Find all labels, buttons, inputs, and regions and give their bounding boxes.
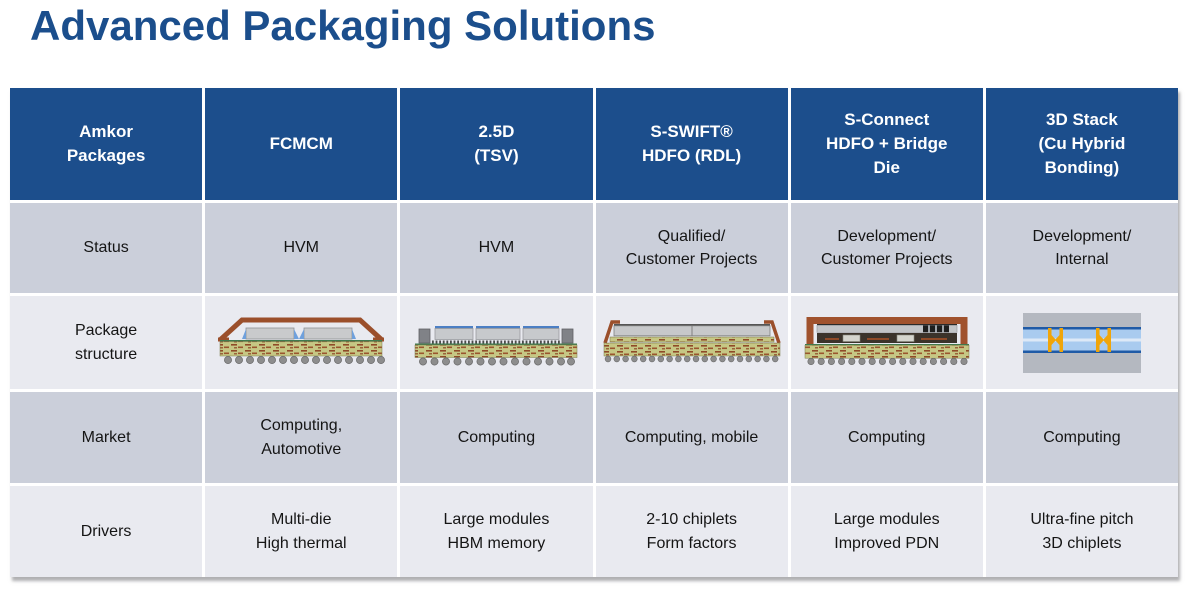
package-structure-2-5d-cell xyxy=(400,296,593,389)
market-2-5d: Computing xyxy=(400,392,593,483)
status-fcmcm: HVM xyxy=(205,203,398,293)
drivers-fcmcm: Multi-die High thermal xyxy=(205,486,398,577)
column-header-s-swift-hdfo: S-SWIFT® HDFO (RDL) xyxy=(595,88,788,200)
package-structure-s-swift-cell xyxy=(595,296,788,389)
page-title: Advanced Packaging Solutions xyxy=(30,2,656,49)
drivers-s-swift: 2-10 chiplets Form factors xyxy=(595,486,788,577)
status-s-connect: Development/ Customer Projects xyxy=(790,203,983,293)
row-label-market: Market xyxy=(10,392,203,483)
s-connect-bridge-cross-section-diagram xyxy=(804,316,969,365)
drivers-s-connect: Large modules Improved PDN xyxy=(790,486,983,577)
package-structure-s-connect-cell xyxy=(790,296,983,389)
column-header-3d-stack: 3D Stack (Cu Hybrid Bonding) xyxy=(985,88,1178,200)
status-s-swift: Qualified/ Customer Projects xyxy=(595,203,788,293)
row-label-status: Status xyxy=(10,203,203,293)
3d-stack-hybrid-bonding-diagram xyxy=(1022,312,1141,373)
market-s-connect: Computing xyxy=(790,392,983,483)
drivers-3d-stack: Ultra-fine pitch 3D chiplets xyxy=(985,486,1178,577)
packages-comparison-table: Amkor Packages FCMCM 2.5D (TSV) S-SWIFT®… xyxy=(10,88,1178,577)
column-header-fcmcm: FCMCM xyxy=(205,88,398,200)
s-swift-hdfo-cross-section-diagram xyxy=(602,319,781,362)
package-structure-3d-stack-cell xyxy=(985,296,1178,389)
column-header-2-5d-tsv: 2.5D (TSV) xyxy=(400,88,593,200)
drivers-2-5d: Large modules HBM memory xyxy=(400,486,593,577)
status-2-5d: HVM xyxy=(400,203,593,293)
package-structure-fcmcm-cell xyxy=(205,296,398,389)
fcmcm-cross-section-diagram xyxy=(218,317,386,364)
column-header-s-connect: S-Connect HDFO + Bridge Die xyxy=(790,88,983,200)
market-s-swift: Computing, mobile xyxy=(595,392,788,483)
status-3d-stack: Development/ Internal xyxy=(985,203,1178,293)
row-label-package-structure: Package structure xyxy=(10,296,203,389)
market-3d-stack: Computing xyxy=(985,392,1178,483)
tsv-interposer-cross-section-diagram xyxy=(415,325,578,365)
column-header-amkor-packages: Amkor Packages xyxy=(10,88,203,200)
row-label-drivers: Drivers xyxy=(10,486,203,577)
market-fcmcm: Computing, Automotive xyxy=(205,392,398,483)
